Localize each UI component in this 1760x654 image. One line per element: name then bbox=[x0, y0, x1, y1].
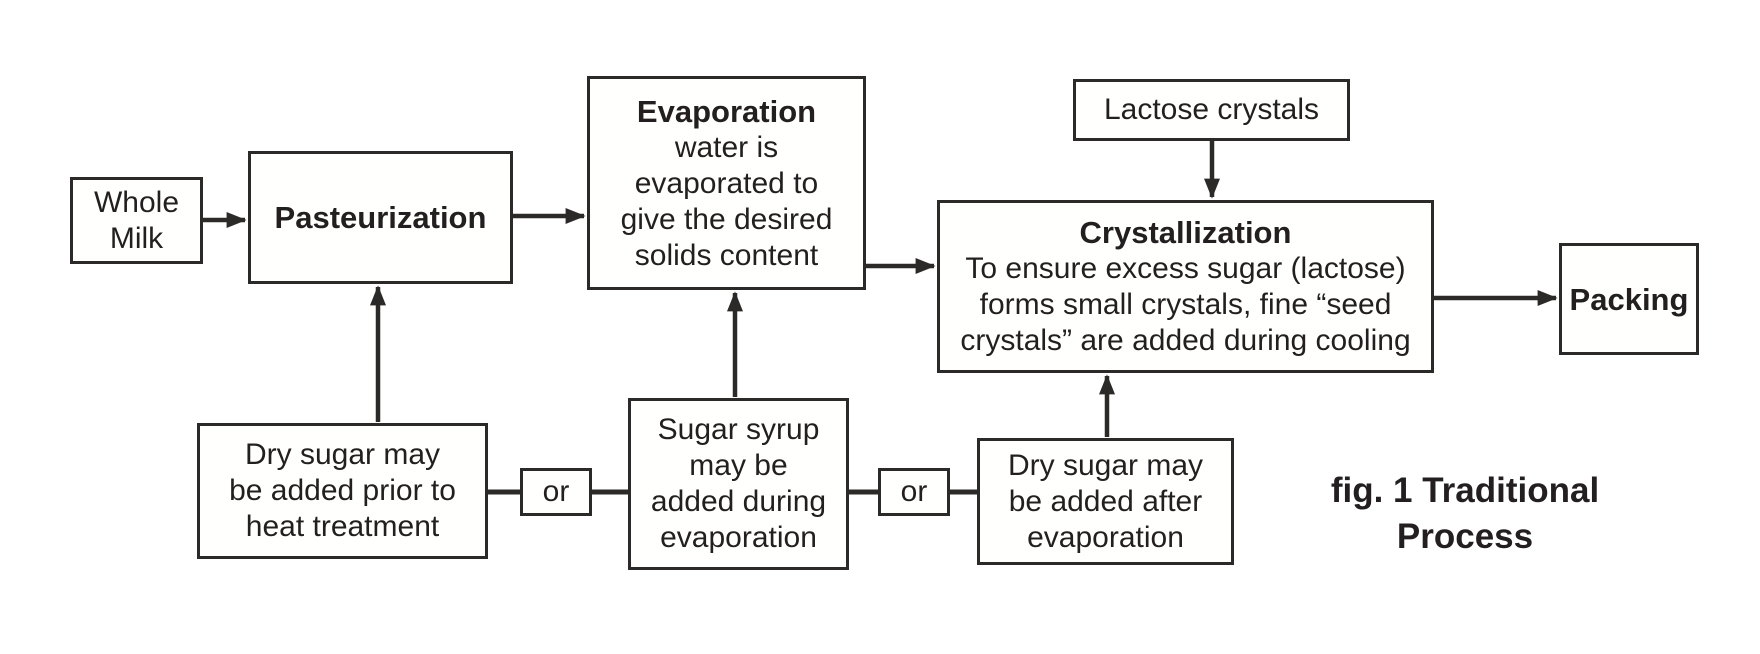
node-or-left: or bbox=[520, 468, 592, 516]
node-evaporation-description: water is evaporated to give the desired … bbox=[620, 130, 833, 272]
node-pasteurization-title: Pasteurization bbox=[274, 200, 487, 235]
node-lactose-crystals: Lactose crystals bbox=[1073, 79, 1350, 141]
node-packing-title: Packing bbox=[1569, 281, 1689, 317]
node-lactose-crystals-label: Lactose crystals bbox=[1103, 93, 1320, 126]
node-whole-milk-label: Whole Milk bbox=[93, 185, 180, 255]
node-sugar-syrup-label: Sugar syrup may be added during evaporat… bbox=[650, 413, 827, 554]
node-crystallization-description: To ensure excess sugar (lactose) forms s… bbox=[960, 252, 1411, 357]
node-evaporation-title: Evaporation bbox=[636, 93, 817, 129]
figure-caption: fig. 1 Traditional Process bbox=[1330, 471, 1600, 556]
node-crystallization: Crystallization To ensure excess sugar (… bbox=[937, 200, 1434, 373]
node-or-right-label: or bbox=[900, 475, 928, 508]
node-dry-sugar-after-label: Dry sugar may be added after evaporation bbox=[1007, 448, 1204, 554]
node-packing: Packing bbox=[1559, 243, 1699, 355]
node-or-left-label: or bbox=[542, 475, 570, 508]
node-crystallization-title: Crystallization bbox=[1079, 215, 1292, 250]
node-evaporation: Evaporation water is evaporated to give … bbox=[587, 76, 866, 290]
node-or-right: or bbox=[878, 468, 950, 516]
node-dry-sugar-prior: Dry sugar may be added prior to heat tre… bbox=[197, 423, 488, 559]
node-dry-sugar-after: Dry sugar may be added after evaporation bbox=[977, 438, 1234, 565]
node-sugar-syrup: Sugar syrup may be added during evaporat… bbox=[628, 398, 849, 570]
node-whole-milk: Whole Milk bbox=[70, 177, 203, 264]
node-dry-sugar-prior-label: Dry sugar may be added prior to heat tre… bbox=[229, 438, 456, 543]
node-pasteurization: Pasteurization bbox=[248, 151, 513, 284]
